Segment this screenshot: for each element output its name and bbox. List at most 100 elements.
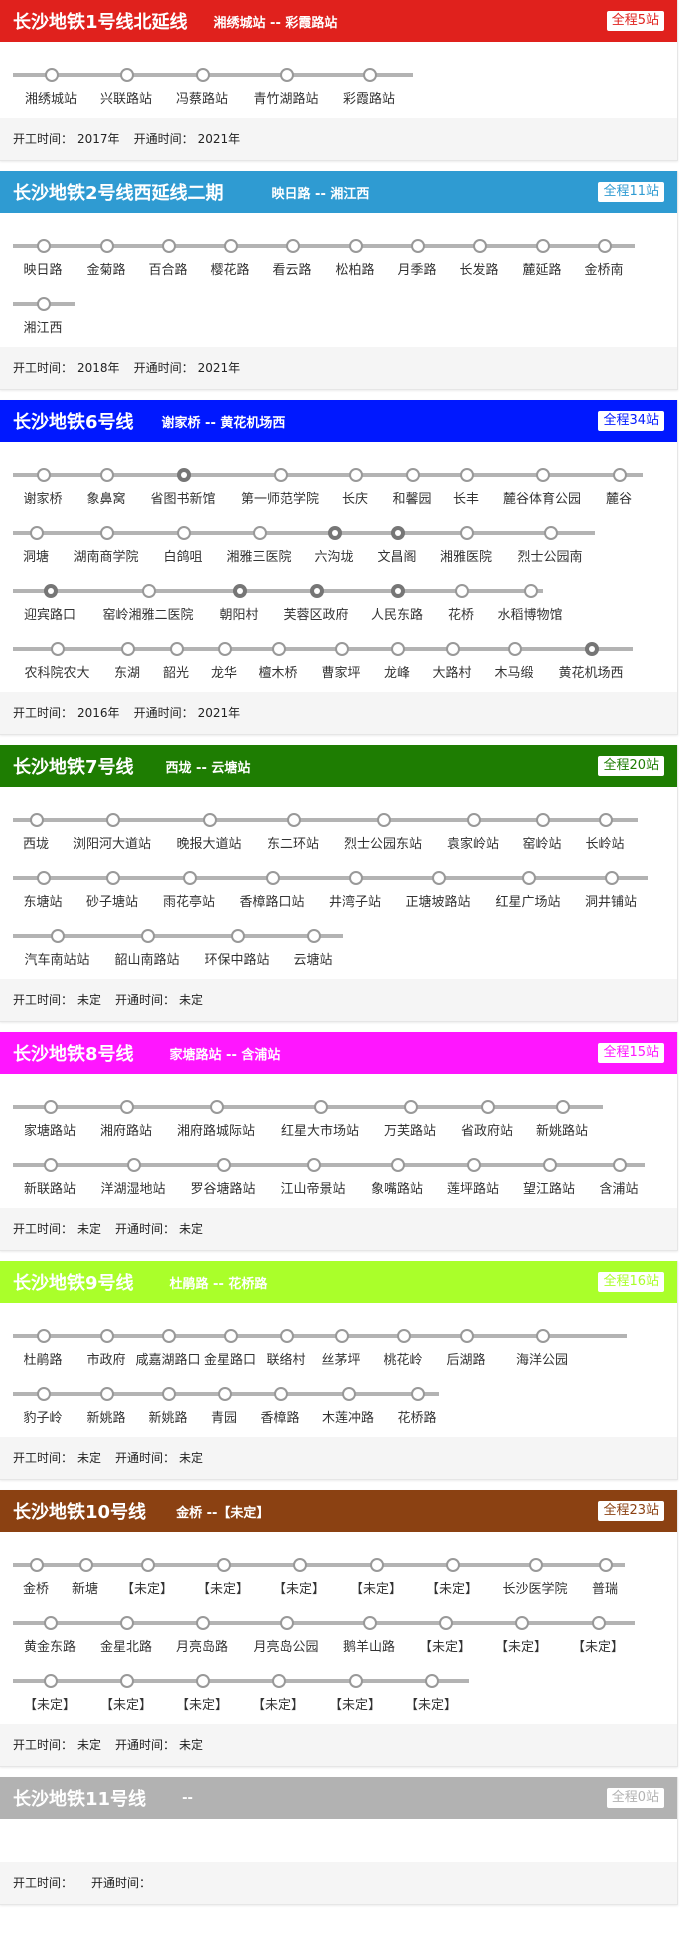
station[interactable]: 后湖路 [431,1313,501,1371]
line-header[interactable]: 长沙地铁11号线--全程0站 [0,1777,677,1819]
line-card[interactable]: 长沙地铁11号线--全程0站开工时间：开通时间： [0,1777,678,1905]
station[interactable]: 鹅羊山路 [334,1600,404,1658]
station[interactable]: 长丰 [431,452,501,510]
station[interactable]: 井湾子站 [320,855,390,913]
station[interactable]: 万芙路站 [375,1084,445,1142]
station[interactable]: 东塘站 [8,855,78,913]
station[interactable]: 海洋公园 [507,1313,577,1371]
station[interactable]: 月亮岛路 [167,1600,237,1658]
station[interactable]: 长岭站 [570,797,640,855]
station[interactable]: 【未定】 [15,1658,85,1716]
station[interactable]: 麓谷 [584,452,654,510]
station[interactable]: 【未定】 [91,1658,161,1716]
station[interactable]: 雨花亭站 [154,855,224,913]
station[interactable]: 【未定】 [264,1542,334,1600]
station[interactable]: 普瑞 [570,1542,640,1600]
station[interactable]: 丝茅坪 [306,1313,376,1371]
station[interactable]: 东二环站 [258,797,328,855]
station[interactable]: 桃花岭 [368,1313,438,1371]
station[interactable]: 象鼻窝 [71,452,141,510]
station[interactable]: 咸嘉湖路口 [133,1313,203,1371]
station[interactable]: 环保中路站 [202,913,272,971]
station[interactable]: 朝阳村 [204,568,274,626]
station[interactable]: 湘绣城站 [16,52,86,110]
line-header[interactable]: 长沙地铁9号线杜鹃路 -- 花桥路全程16站 [0,1261,677,1303]
station[interactable]: 【未定】 [320,1658,390,1716]
line-header[interactable]: 长沙地铁10号线金桥 --【未定】全程23站 [0,1490,677,1532]
station[interactable]: 市政府 [71,1313,141,1371]
line-header[interactable]: 长沙地铁7号线西垅 -- 云塘站全程20站 [0,745,677,787]
line-card[interactable]: 长沙地铁6号线谢家桥 -- 黄花机场西全程34站谢家桥象鼻窝省图书新馆第一师范学… [0,400,678,735]
station[interactable]: 花桥路 [382,1371,452,1429]
station[interactable]: 金桥南 [569,223,639,281]
station[interactable]: 看云路 [257,223,327,281]
station[interactable]: 新姚路 [71,1371,141,1429]
station[interactable]: 文昌阁 [362,510,432,568]
station[interactable]: 湘雅医院 [431,510,501,568]
line-header[interactable]: 长沙地铁6号线谢家桥 -- 黄花机场西全程34站 [0,400,677,442]
station[interactable]: 和馨园 [377,452,447,510]
station[interactable]: 新姚路 [133,1371,203,1429]
station[interactable]: 窑岭站 [507,797,577,855]
station[interactable]: 新塘 [50,1542,120,1600]
station[interactable]: 江山帝景站 [278,1142,348,1200]
station[interactable]: 窑岭湘雅二医院 [102,568,194,626]
line-card[interactable]: 长沙地铁7号线西垅 -- 云塘站全程20站西垅浏阳河大道站晚报大道站东二环站烈士… [0,745,678,1022]
station[interactable]: 青竹湖路站 [251,52,321,110]
station[interactable]: 麓谷体育公园 [503,452,581,510]
station[interactable]: 砂子塘站 [77,855,147,913]
line-card[interactable]: 长沙地铁1号线北延线湘绣城站 -- 彩霞路站全程5站湘绣城站兴联路站冯蔡路站青竹… [0,0,678,161]
station[interactable]: 望江路站 [514,1142,584,1200]
station[interactable]: 杜鹃路 [8,1313,78,1371]
station[interactable]: 麓延路 [507,223,577,281]
station[interactable]: 【未定】 [167,1658,237,1716]
station[interactable]: 金星路口 [195,1313,265,1371]
station[interactable]: 松柏路 [320,223,390,281]
station[interactable]: 韶山南路站 [112,913,182,971]
station[interactable]: 黄金东路 [15,1600,85,1658]
station[interactable]: 红星广场站 [493,855,563,913]
station[interactable]: 月亮岛公园 [251,1600,321,1658]
station[interactable]: 谢家桥 [8,452,78,510]
line-card[interactable]: 长沙地铁9号线杜鹃路 -- 花桥路全程16站杜鹃路市政府咸嘉湖路口金星路口联络村… [0,1261,678,1480]
station[interactable]: 檀木桥 [243,626,313,684]
station[interactable]: 大路村 [417,626,487,684]
station[interactable]: 罗谷塘路站 [188,1142,258,1200]
station[interactable]: 省政府站 [452,1084,522,1142]
line-card[interactable]: 长沙地铁2号线西延线二期映日路 -- 湘江西全程11站映日路金菊路百合路樱花路看… [0,171,678,390]
station[interactable]: 黄花机场西 [556,626,626,684]
line-card[interactable]: 长沙地铁10号线金桥 --【未定】全程23站金桥新塘【未定】【未定】【未定】【未… [0,1490,678,1767]
station[interactable]: 农科院农大 [22,626,92,684]
station[interactable]: 曹家坪 [306,626,376,684]
station[interactable]: 【未定】 [243,1658,313,1716]
station[interactable]: 新姚路站 [527,1084,597,1142]
station[interactable]: 湘府路城际站 [177,1084,255,1142]
station[interactable]: 新联路站 [15,1142,85,1200]
station[interactable]: 湖南商学院 [71,510,141,568]
station[interactable]: 青园 [189,1371,259,1429]
station[interactable]: 芙蓉区政府 [281,568,351,626]
station[interactable]: 汽车南站站 [22,913,92,971]
station[interactable]: 【未定】 [410,1600,480,1658]
station[interactable]: 【未定】 [112,1542,182,1600]
station[interactable]: 【未定】 [486,1600,556,1658]
station[interactable]: 袁家岭站 [438,797,508,855]
station[interactable]: 金桥 [1,1542,71,1600]
station[interactable]: 洞塘 [1,510,71,568]
station[interactable]: 【未定】 [341,1542,411,1600]
station[interactable]: 兴联路站 [91,52,161,110]
station[interactable]: 第一师范学院 [241,452,319,510]
station[interactable]: 木莲冲路 [313,1371,383,1429]
station[interactable]: 六沟垅 [299,510,369,568]
station[interactable]: 香樟路口站 [237,855,307,913]
station[interactable]: 冯蔡路站 [167,52,237,110]
station[interactable]: 映日路 [8,223,78,281]
station[interactable]: 象嘴路站 [362,1142,432,1200]
station[interactable]: 【未定】 [396,1658,466,1716]
station[interactable]: 正塘坡路站 [403,855,473,913]
station[interactable]: 湘府路站 [91,1084,161,1142]
station[interactable]: 水稻博物馆 [495,568,565,626]
station[interactable]: 浏阳河大道站 [73,797,151,855]
station[interactable]: 东湖 [92,626,162,684]
station[interactable]: 木马缎 [479,626,549,684]
